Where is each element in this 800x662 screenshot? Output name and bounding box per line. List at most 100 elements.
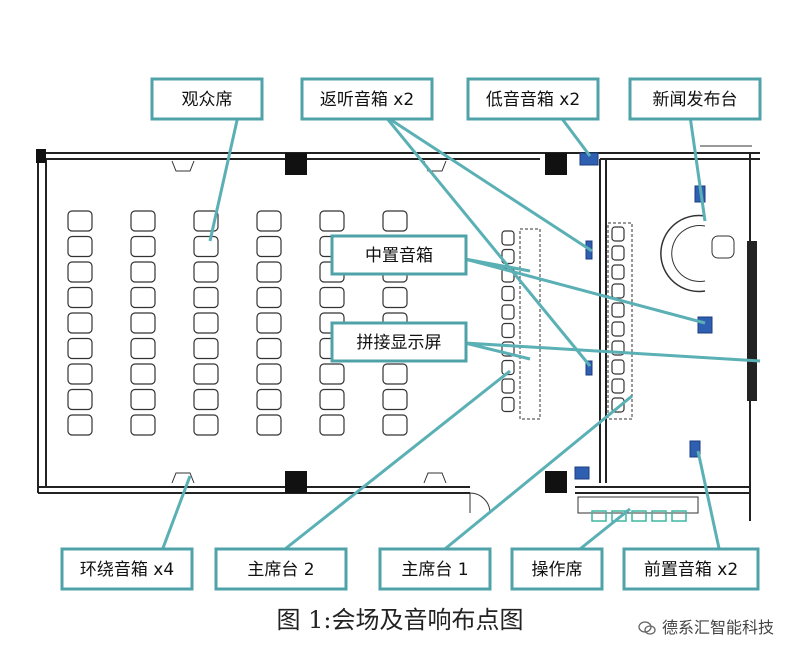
audience-seat [130, 388, 156, 411]
presidium-seat [611, 321, 625, 337]
svg-text:返听音箱 x2: 返听音箱 x2 [320, 90, 414, 110]
watermark: 德系汇智能科技 [638, 614, 774, 638]
speakers [574, 152, 713, 480]
audience-seat [193, 388, 219, 411]
return-speaker [585, 360, 593, 376]
callout-center-speaker: 中置音箱 [330, 234, 468, 276]
audience-seat [67, 388, 93, 411]
audience-seat [319, 414, 345, 436]
center-speaker [697, 316, 713, 334]
subwoofer-speaker [574, 466, 590, 480]
presidium-seat [501, 378, 515, 394]
svg-text:拼接显示屏: 拼接显示屏 [357, 333, 442, 353]
audience-seat [256, 337, 282, 360]
presidium-seat [611, 359, 625, 375]
audience-seat [382, 210, 408, 232]
presidium-seat [501, 322, 515, 339]
audience-seat [193, 312, 219, 334]
figure-caption: 图 1:会场及音响布点图 [276, 606, 524, 634]
presidium-seat [611, 302, 625, 318]
audience-seat [67, 210, 93, 232]
audience-seat [256, 235, 282, 258]
svg-text:主席台 2: 主席台 2 [247, 560, 314, 580]
audience-seat [319, 388, 345, 411]
front-speaker [689, 440, 701, 458]
svg-text:观众席: 观众席 [182, 90, 233, 110]
audience-seat [130, 235, 156, 258]
audience-seat [130, 210, 156, 232]
audience-seat [319, 363, 345, 385]
presidium-2-desk [519, 228, 541, 420]
presidium-1-desk [607, 222, 633, 420]
pillar [545, 153, 567, 175]
audience-seat [130, 286, 156, 309]
presidium-seat [611, 245, 625, 261]
callout-presidium-2: 主席台 2 [214, 547, 348, 591]
presidium-seat [501, 396, 515, 413]
presidium-seat [501, 230, 515, 246]
audience-seat [193, 286, 219, 309]
presidium-seat [501, 359, 515, 376]
callout-return-speakers: 返听音箱 x2 [300, 77, 434, 121]
pillar [285, 153, 307, 175]
callout-front-speakers: 前置音箱 x2 [622, 547, 760, 591]
audience-seating [67, 210, 408, 436]
audience-seat [67, 235, 93, 258]
callout-operator-desk: 操作席 [510, 547, 604, 591]
pillar [285, 471, 307, 493]
audience-seat [382, 363, 408, 385]
audience-seat [67, 337, 93, 360]
audience-seat [193, 414, 219, 436]
presidium-seat [611, 226, 625, 242]
svg-text:前置音箱 x2: 前置音箱 x2 [644, 560, 738, 580]
audience-seat [130, 337, 156, 360]
callout-audience: 观众席 [150, 77, 264, 121]
callout-presidium-1: 主席台 1 [378, 547, 492, 591]
audience-seat [256, 312, 282, 334]
svg-text:主席台 1: 主席台 1 [401, 560, 468, 580]
svg-text:环绕音箱 x4: 环绕音箱 x4 [80, 560, 174, 580]
presidium-seat [611, 378, 625, 394]
audience-seat [67, 261, 93, 283]
svg-text:新闻发布台: 新闻发布台 [653, 90, 738, 110]
audience-seat [319, 210, 345, 232]
audience-seat [130, 261, 156, 283]
video-wall [747, 241, 757, 401]
audience-seat [256, 210, 282, 232]
callout-subwoofer: 低音音箱 x2 [466, 77, 600, 121]
presidium-seat [501, 304, 515, 320]
audience-seat [193, 363, 219, 385]
callout-surround-speakers: 环绕音箱 x4 [60, 547, 194, 591]
callout-video-wall: 拼接显示屏 [330, 321, 468, 363]
audience-seat [130, 312, 156, 334]
audience-seat [256, 388, 282, 411]
audience-seat [256, 414, 282, 436]
audience-seat [67, 312, 93, 334]
svg-text:操作席: 操作席 [532, 560, 583, 580]
callout-leaders [158, 114, 761, 557]
presidium-seat [501, 285, 515, 302]
audience-seat [67, 286, 93, 309]
wechat-icon [638, 621, 656, 635]
pillar [545, 471, 567, 493]
audience-seat [382, 414, 408, 436]
audience-seat [319, 286, 345, 309]
svg-text:低音音箱 x2: 低音音箱 x2 [486, 90, 580, 110]
audience-seat [193, 261, 219, 283]
presidium-seat [611, 264, 625, 280]
operator-desk [577, 496, 699, 514]
audience-seat [193, 235, 219, 258]
audience-seat [256, 261, 282, 283]
callout-press-podium: 新闻发布台 [628, 77, 762, 121]
audience-seat [130, 414, 156, 436]
floor-plan [36, 145, 760, 522]
audience-seat [130, 363, 156, 385]
audience-seat [67, 414, 93, 436]
watermark-text: 德系汇智能科技 [661, 618, 774, 637]
presidium-seating [501, 226, 625, 413]
audience-seat [67, 363, 93, 385]
audience-seat [193, 337, 219, 360]
operator-seats [591, 510, 687, 522]
audience-seat [256, 363, 282, 385]
